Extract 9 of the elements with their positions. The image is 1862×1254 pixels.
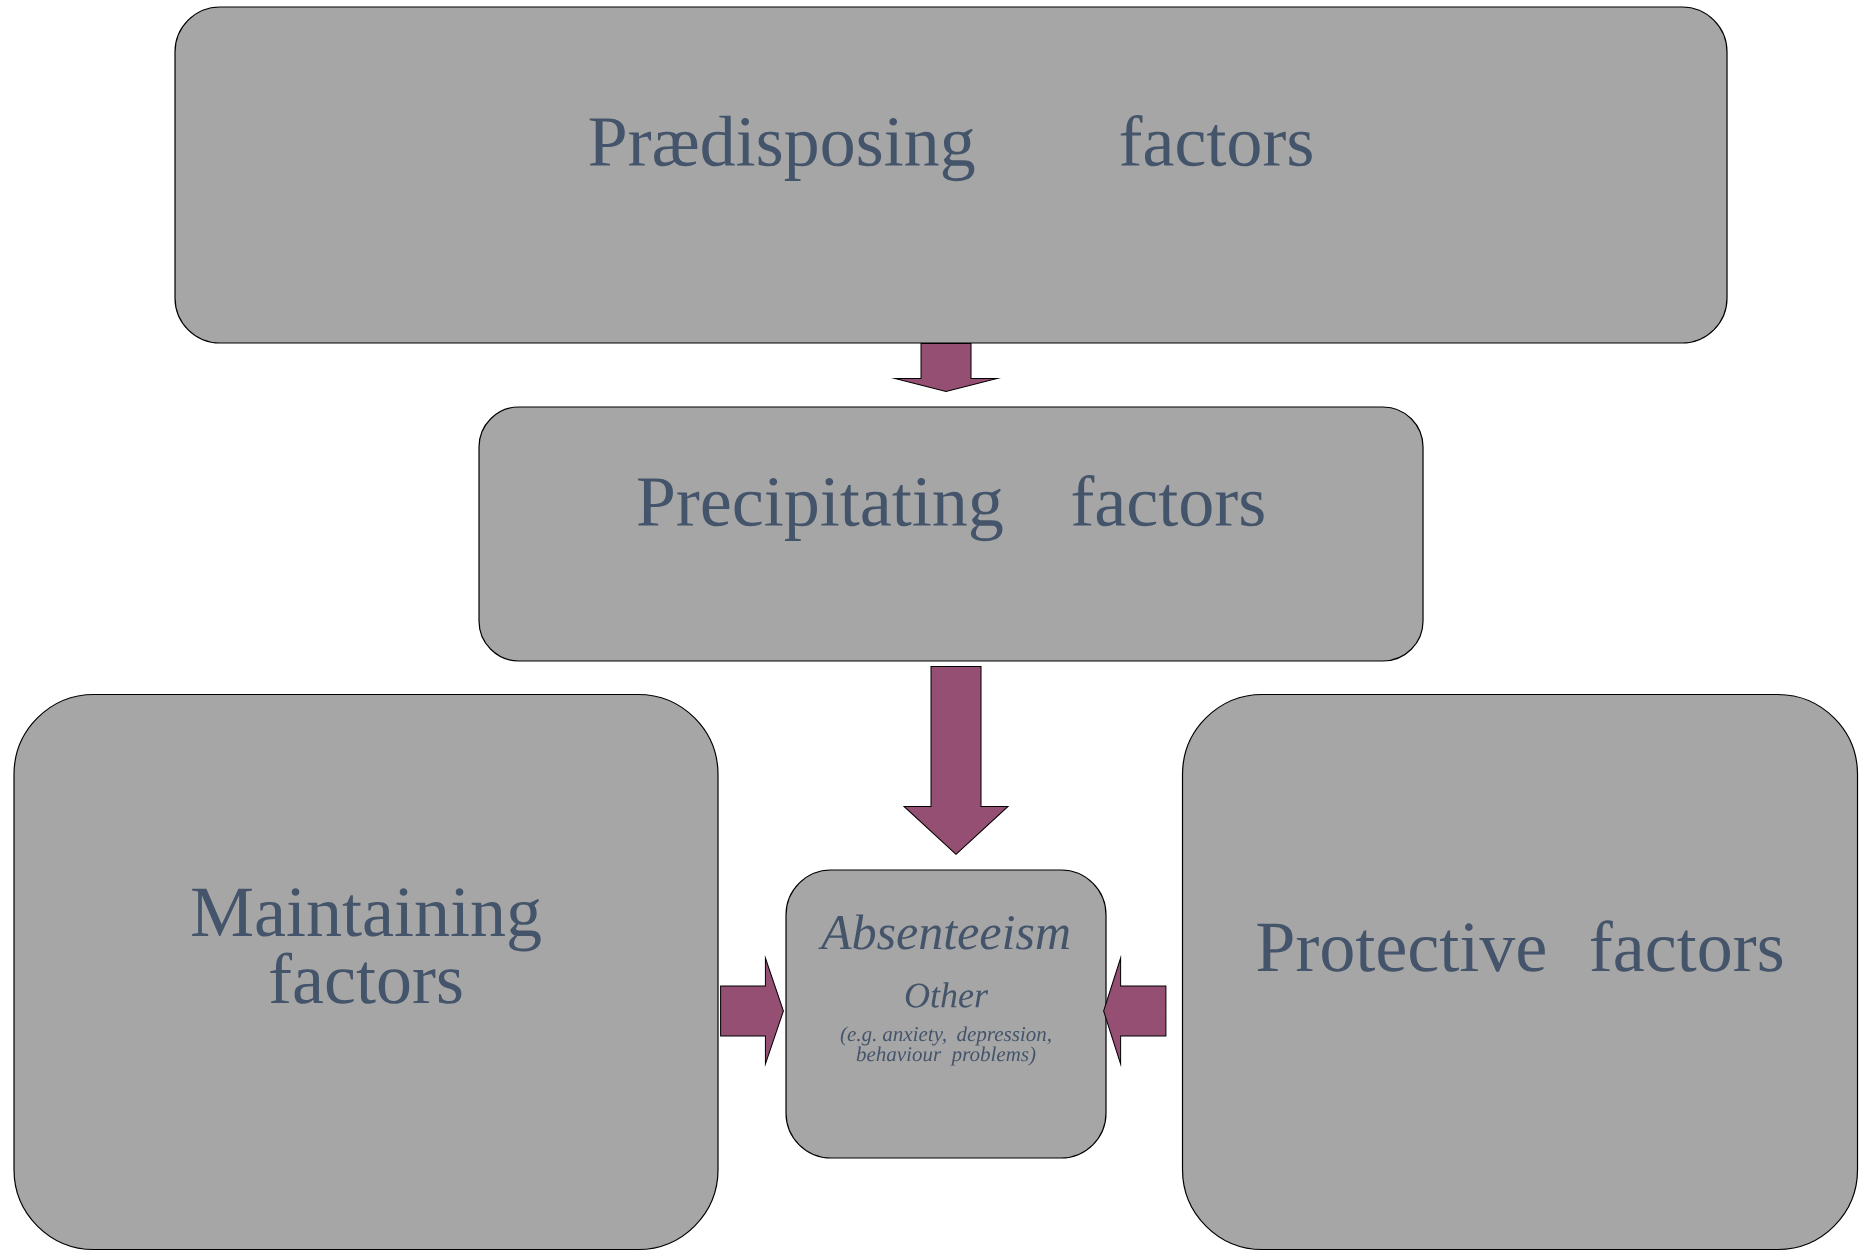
rounded-box: Precipitating factors [478, 406, 1424, 662]
rounded-box: Prædisposing factors [174, 6, 1728, 344]
rounded-box: Protective factors [1181, 693, 1859, 1251]
block-arrow [894, 343, 998, 392]
block-arrow [720, 957, 784, 1065]
rounded-box: Maintaining factors [13, 693, 719, 1251]
block-arrow [903, 666, 1009, 855]
block-arrow [1103, 957, 1167, 1065]
rounded-box: Absenteeism Other (e.g. anxiety, depression, behaviour problems) [785, 869, 1107, 1159]
